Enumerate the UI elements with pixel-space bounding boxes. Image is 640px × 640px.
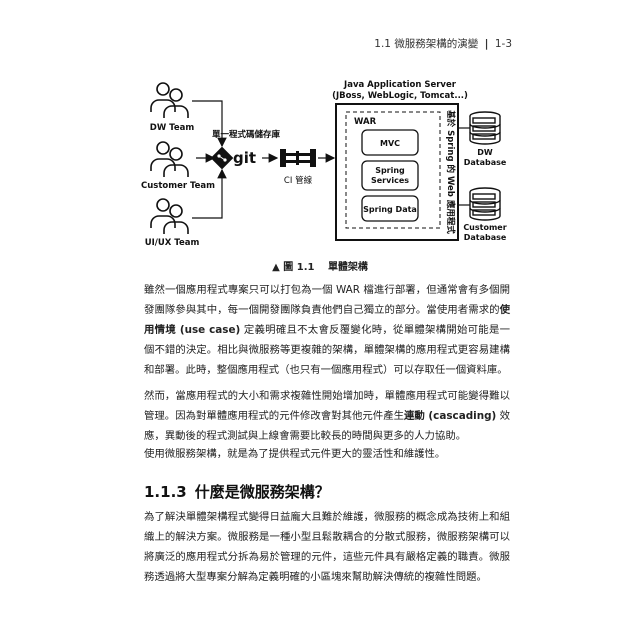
repo-label: 單一程式碼儲存庫 [212, 129, 281, 140]
caption-marker: ▲ [272, 262, 280, 273]
person-icon [150, 198, 189, 234]
spring-data-module-box [361, 195, 419, 222]
header-separator: | [484, 38, 489, 50]
figure-caption: ▲ 圖 1.1 單體架構 [0, 258, 640, 273]
server-title: Java Application Server [343, 80, 457, 90]
ci-label: CI 管線 [284, 175, 313, 186]
spring-data-module-label: Spring Data [363, 205, 417, 214]
paragraph-text: 雖然一個應用程式專案只可以打包為一個 WAR 檔進行部署，但通常會有多個開發團隊… [144, 284, 510, 317]
spring-services-module-box [361, 160, 419, 191]
monolith-architecture-figure: DW Team Customer Team UI/UX Team 單一程式碼儲存… [141, 80, 507, 248]
web-app-vertical-label: 基於 Spring 的 Web 應用程式 [445, 109, 456, 234]
team-label: UI/UX Team [145, 238, 200, 248]
team-label: DW Team [150, 123, 195, 133]
caption-text: 單體架構 [327, 262, 368, 273]
paragraph-text: 效應，異動後的程式測試與上線會需要比較長的時間與更多的人力協助。 [144, 410, 510, 443]
person-icon [150, 141, 189, 177]
database-icon [469, 111, 501, 145]
mvc-module-box [361, 129, 419, 156]
mvc-module-label: MVC [380, 139, 400, 148]
section-title: 什麼是微服務架構？ [194, 483, 330, 501]
section-number: 1.1.3 [144, 483, 187, 501]
section-heading: 1.1.3 什麼是微服務架構？ [144, 481, 330, 502]
header-page-number: 1-3 [494, 38, 512, 50]
bold-term: 連動 (cascading) [404, 410, 497, 423]
paragraph-3: 使用微服務架構，就是為了提供程式元件更大的靈活性和維護性。 [144, 448, 446, 461]
running-header: 1.1 微服務架構的演變 | 1-3 [374, 36, 512, 51]
team-label: Customer Team [141, 181, 215, 191]
header-section-title: 微服務架構的演變 [394, 38, 479, 50]
application-server-box [335, 103, 459, 241]
war-label: WAR [354, 117, 377, 127]
paragraph-4: 為了解決單體架構程式變得日益龐大且難於維護，微服務的概念成為技術上和組織上的解決… [144, 511, 510, 584]
paragraph-text: 然而，當應用程式的大小和需求複雜性開始增加時，單體應用程式可能變得難以管理。因為… [144, 390, 510, 423]
bold-term: 使用情境 (use case) [144, 304, 510, 337]
server-subtitle: (JBoss, WebLogic, Tomcat...) [332, 91, 468, 101]
person-icon [150, 82, 189, 118]
git-wordmark: git [233, 149, 256, 167]
database-icon [469, 187, 501, 221]
paragraph-1: 雖然一個應用程式專案只可以打包為一個 WAR 檔進行部署，但通常會有多個開發團隊… [144, 280, 510, 380]
header-section-number: 1.1 [374, 38, 391, 50]
paragraph-2: 然而，當應用程式的大小和需求複雜性開始增加時，單體應用程式可能變得難以管理。因為… [144, 386, 510, 446]
server-to-database-lines [458, 127, 470, 206]
git-logo-icon: git [210, 146, 256, 170]
ci-pipeline-icon [280, 149, 316, 167]
paragraph-text: 定義明確且不太會反覆變化時，從單體架構開始可能是一個不錯的決定。相比與微服務等更… [144, 324, 511, 377]
caption-number: 圖 1.1 [283, 262, 315, 273]
